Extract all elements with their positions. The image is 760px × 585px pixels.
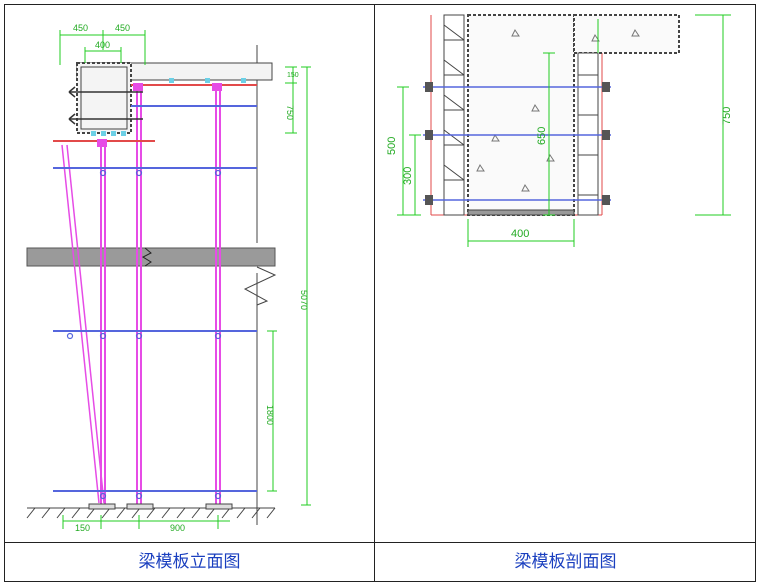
dim-right-1800: 1800: [265, 405, 275, 425]
drawing-table: 450 450 400 150 750 5070 1800 150 900: [4, 4, 756, 582]
dim-bottom-150: 150: [75, 523, 90, 533]
support-poles: [100, 87, 221, 505]
table-divider-vertical: [374, 5, 375, 581]
slab-concrete: [573, 14, 680, 54]
dim-right-750: 750: [721, 107, 733, 125]
dim-top-450-left: 450: [73, 23, 88, 33]
side-bolts: [68, 86, 143, 125]
elevation-caption: 梁模板立面图: [138, 552, 241, 572]
section-dimension-lines: [397, 14, 731, 247]
bottom-plate: [467, 209, 575, 216]
right-studs: [577, 52, 599, 216]
dim-bottom-900: 900: [170, 523, 185, 533]
left-studs: [443, 14, 465, 216]
dim-right-5070: 5070: [299, 290, 309, 310]
elevation-drawing: 450 450 400 150 750 5070 1800 150 900: [26, 23, 311, 533]
dim-left-500: 500: [386, 137, 398, 155]
dim-right-150: 150: [287, 72, 299, 79]
section-dimension-texts: 500 300 650 750 400: [386, 107, 733, 240]
section-caption: 梁模板剖面图: [514, 552, 617, 572]
dim-top-450-right: 450: [115, 23, 130, 33]
bar-joints: [66, 169, 222, 500]
beam-section: [76, 62, 132, 134]
dim-bottom-400: 400: [511, 228, 529, 240]
horizontal-bars: [53, 105, 257, 492]
dim-top-400: 400: [95, 40, 110, 50]
beam-concrete: [467, 14, 575, 216]
wall-line: [243, 45, 277, 525]
dim-mid-650: 650: [536, 127, 548, 145]
bolt-nuts: [425, 82, 610, 205]
dimension-texts: 450 450 400 150 750 5070 1800 150 900: [73, 23, 309, 533]
dim-right-750: 750: [285, 105, 295, 120]
section-drawing: 500 300 650 750 400: [386, 14, 733, 247]
table-divider-horizontal: [5, 542, 755, 543]
through-bolts: [423, 86, 611, 201]
dimension-lines: [59, 30, 311, 529]
dim-left-300: 300: [402, 167, 414, 185]
base-plates: [88, 503, 233, 510]
diagonal-brace: [61, 144, 105, 504]
floor-band: [26, 247, 276, 267]
